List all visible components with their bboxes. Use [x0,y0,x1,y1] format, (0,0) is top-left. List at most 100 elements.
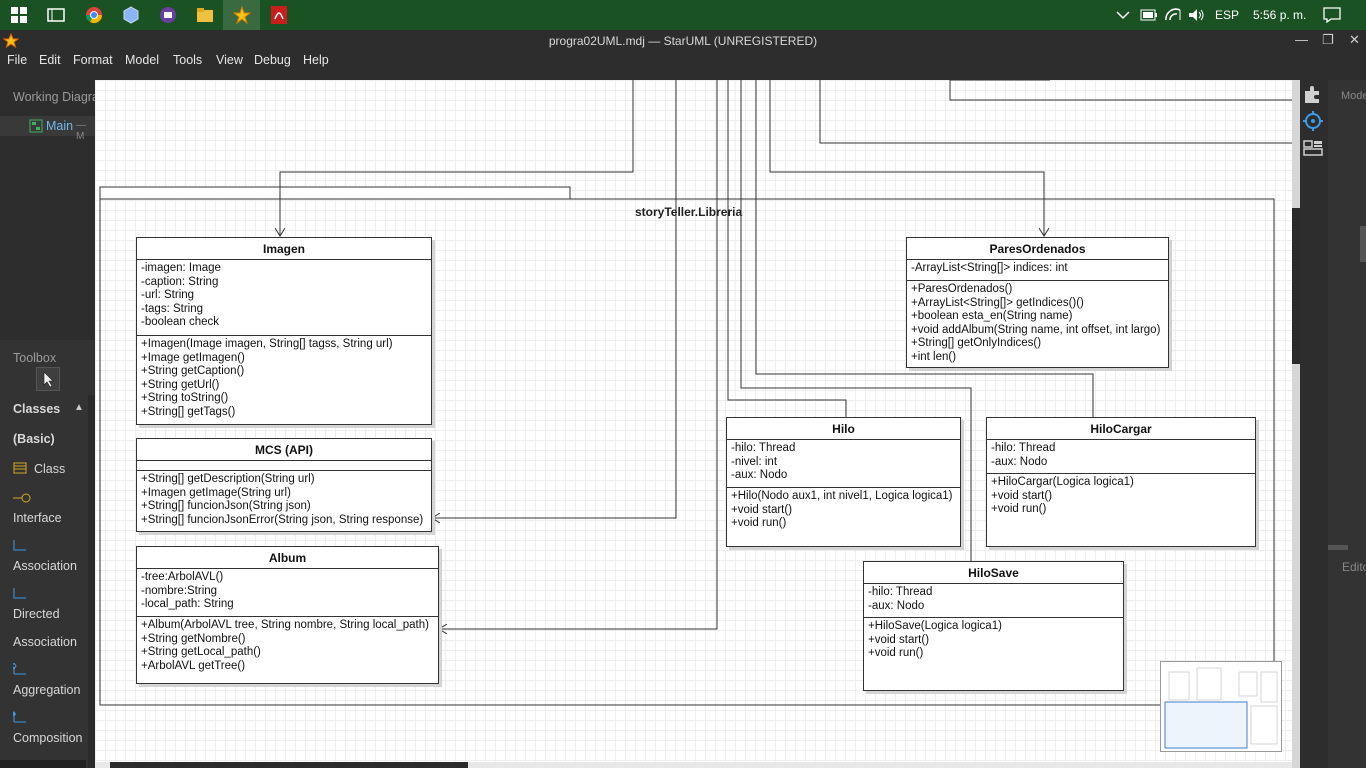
class-hilo[interactable]: Hilo -hilo: Thread -nivel: int -aux: Nod… [726,417,961,547]
connector-to-paresordenados[interactable] [769,80,1044,236]
diagram-minimap[interactable] [1160,661,1282,752]
class-hilocargar[interactable]: HiloCargar -hilo: Thread -aux: Nodo +Hil… [986,417,1256,547]
connector-to-album[interactable] [439,80,718,629]
attribute: -ArrayList<String[]> indices: int [911,262,1068,274]
toolbox-vertical-scrollbar[interactable] [88,395,95,768]
interface-tool-icon [13,490,31,508]
operation: +Image getImagen() [141,351,245,364]
menu-debug[interactable]: Debug [254,53,291,67]
maximize-icon[interactable]: ❐ [1322,32,1334,47]
chrome-icon[interactable] [75,0,112,30]
wifi-icon[interactable] [1164,0,1182,30]
operation: +ParesOrdenados() [911,283,1013,295]
minimize-icon[interactable]: — [1295,32,1308,47]
connector-to-hilo[interactable] [727,80,847,417]
class-tool-icon [13,461,27,479]
operation: +void start() [868,633,930,646]
clock[interactable]: 5:56 p. m. [1253,8,1307,22]
directed-association-tool[interactable]: Directed [13,607,60,621]
working-diagram-main[interactable]: Main — M [0,116,95,142]
package-frame[interactable] [99,198,1275,706]
staruml-taskbar-icon[interactable] [223,0,260,30]
attribute: -tree:ArbolAVL() [141,571,224,583]
editors-title: Edito [1342,560,1366,574]
connector-top-right-2[interactable] [819,80,1292,144]
volume-icon[interactable] [1188,0,1206,30]
app-circle-icon[interactable] [149,0,186,30]
menu-format[interactable]: Format [73,53,113,67]
operations-compartment: +HiloSave(Logica logica1) +void start() … [864,618,1123,663]
directed-association-tool-line2: Association [13,635,77,649]
attribute: -boolean check [141,316,219,328]
class-mcs-api[interactable]: MCS (API) +String[] getDescription(Strin… [136,438,432,532]
operation: +void run() [868,647,924,659]
menu-model[interactable]: Model [125,53,160,67]
operation: +boolean esta_en(String name) [911,310,1073,322]
package-tab [99,186,571,200]
attributes-compartment: -imagen: Image -caption: String -url: St… [137,260,431,336]
operation: +void start() [731,503,793,516]
interface-tool[interactable]: Interface [13,511,62,525]
crosshair-target-icon[interactable] [1302,110,1324,132]
layout-grid-icon[interactable] [1302,137,1324,159]
pointer-tool[interactable] [36,367,60,391]
acrobat-icon[interactable] [260,0,297,30]
attribute: -caption: String [141,275,219,288]
menu-tools[interactable]: Tools [173,53,203,67]
operation: +HiloSave(Logica logica1) [868,620,1002,632]
windows-taskbar: ESP 5:56 p. m. [0,0,1366,30]
diagram-canvas[interactable]: storyTeller.Libreria Imagen -imagen: Ima… [95,80,1292,768]
model-explorer-title: Mode [1341,90,1366,102]
extension-puzzle-icon[interactable] [1302,83,1324,105]
attribute: -nombre:String [141,584,218,597]
association-tool-icon [13,538,27,556]
connector-top-right-1[interactable] [949,80,1292,101]
class-album[interactable]: Album -tree:ArbolAVL() -nombre:String -l… [136,546,439,684]
toolbox-section-classes[interactable]: Classes [13,402,61,416]
close-icon[interactable]: ✕ [1349,32,1360,47]
notifications-icon[interactable] [1323,0,1341,30]
menu-edit[interactable]: Edit [39,53,61,67]
operation: +ArbolAVL getTree() [141,659,246,672]
class-imagen[interactable]: Imagen -imagen: Image -caption: String -… [136,237,432,425]
app-cube-icon[interactable] [112,0,149,30]
right-panel: Mode Edito [1292,80,1366,768]
composition-tool[interactable]: Composition [13,731,83,745]
canvas-horizontal-scrollbar[interactable] [95,762,1292,768]
association-tool[interactable]: Association [13,559,77,573]
menu-view[interactable]: View [216,53,243,67]
canvas-vertical-scrollbar[interactable] [1292,80,1300,768]
class-tool[interactable]: Class [34,462,66,476]
operations-compartment: +String[] getDescription(String url) +Im… [137,471,431,529]
scrollbar-thumb[interactable] [110,762,468,768]
file-explorer-icon[interactable] [186,0,223,30]
class-paresordenados[interactable]: ParesOrdenados -ArrayList<String[]> indi… [906,237,1169,368]
aggregation-tool[interactable]: Aggregation [13,683,81,697]
menu-help[interactable]: Help [303,53,329,67]
collapse-up-icon[interactable]: ▲ [74,402,84,413]
connector-to-mcs[interactable] [432,80,677,518]
minimap-viewport[interactable] [1164,701,1248,749]
attribute: -aux: Nodo [731,469,788,481]
class-name: Hilo [727,418,960,440]
window-titlebar: progra02UML.mdj — StarUML (UNREGISTERED)… [0,30,1366,52]
operation: +String getLocal_path() [141,646,261,658]
operations-compartment: +ParesOrdenados() +ArrayList<String[]> g… [907,281,1168,366]
class-hilosave[interactable]: HiloSave -hilo: Thread -aux: Nodo +HiloS… [863,561,1124,691]
connector-to-hilocargar[interactable] [755,80,1094,417]
toolbox-scrollbar[interactable] [0,760,86,768]
menu-file[interactable]: File [7,53,28,67]
chevron-up-icon[interactable] [1116,0,1130,30]
connector-to-imagen[interactable] [280,80,634,236]
language-indicator[interactable]: ESP [1215,8,1240,22]
operation: +Imagen(Image imagen, String[] tagss, St… [141,338,393,350]
task-view-icon[interactable] [37,0,74,30]
operation: +void run() [991,503,1047,515]
main-diagram-label: Main [46,119,74,133]
vertical-scrollbar-thumb[interactable] [1292,208,1300,364]
connector-to-hilosave[interactable] [740,80,972,561]
battery-icon[interactable] [1140,0,1158,30]
toolbox-title: Toolbox [13,351,57,365]
windows-start-icon[interactable] [0,0,37,30]
class-name: HiloCargar [987,418,1255,440]
